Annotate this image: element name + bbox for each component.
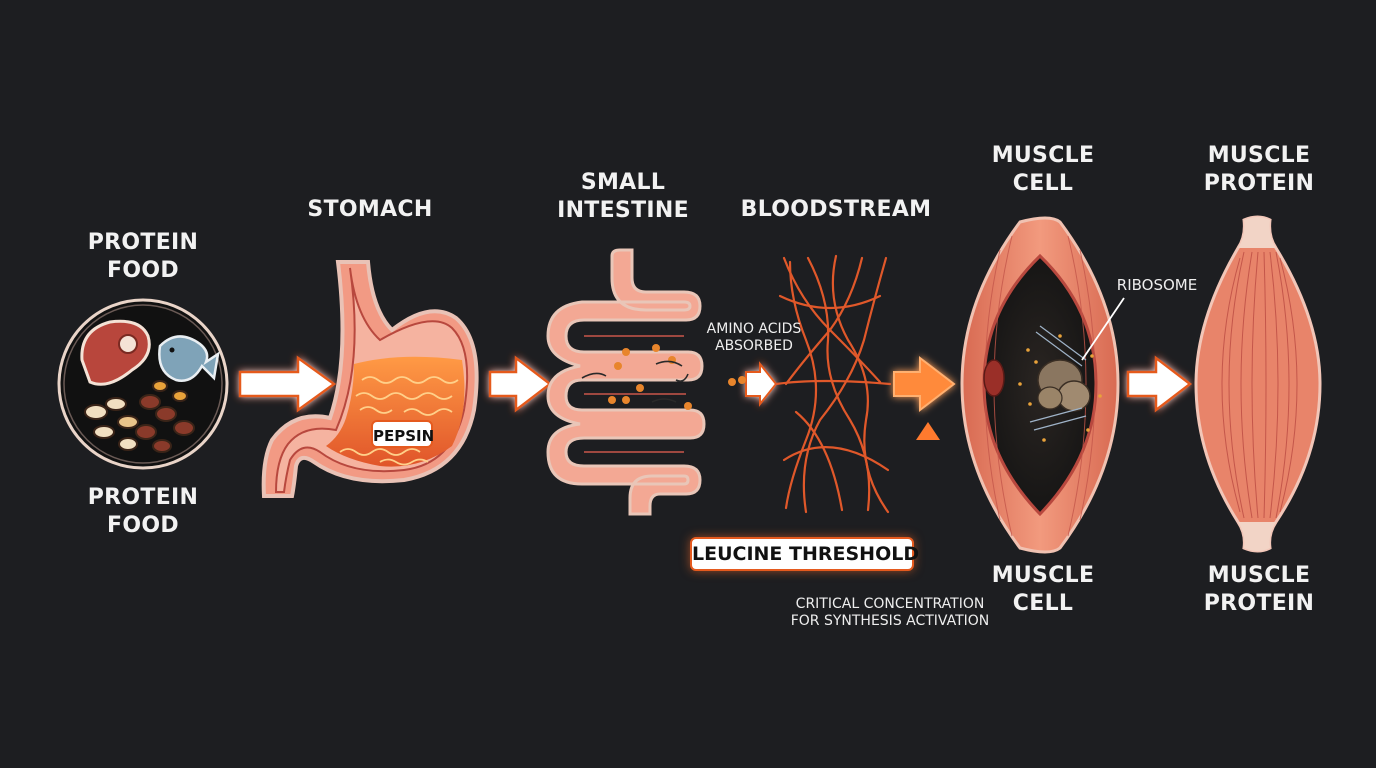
- fish-icon: [158, 335, 220, 382]
- small-intestine-illustration: [546, 248, 746, 516]
- stomach-label: STOMACH: [307, 197, 433, 222]
- ribosome-pointer: [1081, 297, 1125, 361]
- arrow-intestine-to-blood: [745, 361, 778, 407]
- leucine-threshold-badge: LEUCINE THRESHOLD: [690, 537, 919, 571]
- leucine-threshold-line: [652, 422, 972, 584]
- ribosome-label: RIBOSOME: [1116, 276, 1198, 294]
- arrow-stomach-to-intestine: [488, 355, 553, 413]
- nucleus: [983, 359, 1005, 397]
- arrow-cell-to-protein: [1126, 355, 1193, 413]
- muscle-cell-illustration: [960, 216, 1125, 554]
- bloodstream-label: BLOODSTREAM: [740, 197, 932, 222]
- pepsin-tag: PEPSIN: [371, 420, 434, 448]
- ribosome-icon: [1037, 359, 1091, 412]
- beans-icon: [84, 380, 195, 453]
- protein-food-plate: [57, 298, 229, 470]
- arrow-food-to-stomach: [238, 355, 337, 413]
- bloodstream-vessels: [774, 254, 892, 514]
- muscle-protein-illustration: [1194, 215, 1322, 553]
- arrow-blood-to-cell: [893, 355, 956, 413]
